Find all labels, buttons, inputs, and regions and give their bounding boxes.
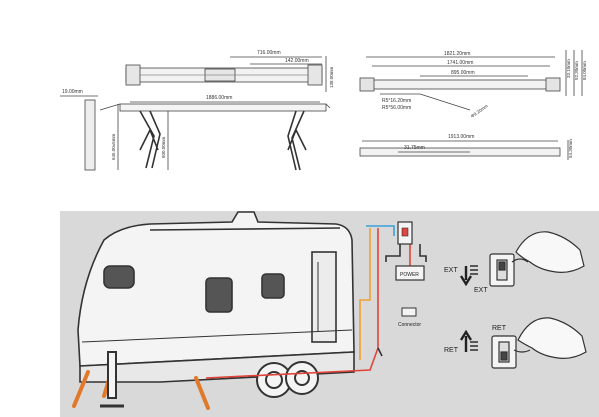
dim-895: 895.00mm: [451, 70, 475, 76]
rail-top-end-right: [545, 77, 561, 92]
ext-arrow-icon: [459, 266, 473, 287]
wire-dark-2: [419, 244, 427, 262]
side-beam: [119, 103, 327, 112]
wire-dark-3: [377, 347, 383, 357]
top-plan-end-left: [125, 64, 141, 86]
dim-r1: R5°16.20mm: [382, 98, 411, 104]
dim-width-inner: 142.00mm: [285, 58, 309, 64]
dim-total-length: 1886.00mm: [206, 95, 232, 101]
wire-orange: [359, 228, 371, 360]
ret-arrow-icon: [459, 329, 473, 352]
left-leg: [139, 110, 161, 169]
camper-window-2: [205, 277, 233, 313]
ext-label-2: EXT: [474, 287, 488, 294]
ext-label: EXT: [444, 267, 458, 274]
left-dimension-labels: 716.00mm 142.00mm 138.00mm 1886.00mm 19.…: [62, 50, 334, 160]
right-dimension-labels: 1821.20mm 1741.00mm 895.00mm R5°16.20mm …: [382, 51, 587, 158]
dim-1741: 1741.00mm: [447, 60, 473, 66]
camper-illustration: [77, 211, 355, 383]
standalone-leg: [84, 99, 96, 171]
ret-switch-panel: [491, 317, 587, 369]
dim-width-top: 716.00mm: [257, 50, 281, 56]
right-leg: [287, 110, 307, 171]
dim-leg-height-a: 645.00±5mm: [111, 134, 116, 160]
wire-red-main: [205, 228, 379, 379]
wiring-lines: [205, 225, 427, 379]
hand-ret: [517, 317, 587, 359]
camper-door: [311, 251, 337, 343]
power-box: [395, 265, 425, 281]
power-label: POWER: [400, 272, 419, 278]
camper-window-1: [103, 265, 135, 289]
dim-1821: 1821.20mm: [444, 51, 470, 57]
hand-ext: [515, 231, 585, 273]
ret-label: RET: [444, 347, 459, 354]
dim-v1: 33.10mm: [566, 59, 571, 78]
dim-leg-height-b: 600.00mm: [161, 136, 166, 158]
top-plan-end-right: [307, 64, 323, 86]
right-dimension-view: [359, 50, 583, 160]
dim-v3: 84.00mm: [582, 61, 587, 80]
connector-box: [401, 307, 417, 317]
ret-label-2: RET: [492, 325, 507, 332]
wire-blue: [366, 225, 395, 236]
left-dimension-view: [60, 56, 331, 171]
dim-dia: Φ9.20mm: [470, 103, 489, 119]
dim-3175: 31.75mm: [404, 145, 425, 151]
camper-window-3: [261, 273, 285, 299]
dim-leg-width: 19.00mm: [62, 89, 83, 95]
ret-indicator: RET RET: [444, 325, 507, 354]
rail-top-end-left: [359, 77, 375, 92]
ext-switch-panel: [489, 231, 585, 287]
dim-depth: 138.00mm: [329, 66, 334, 88]
dim-r2: R5°56.00mm: [382, 105, 411, 111]
dim-5430: 54.30mm: [568, 139, 573, 158]
dim-1913: 1913.00mm: [448, 134, 474, 140]
jack-rear: [194, 376, 210, 410]
ext-indicator: EXT EXT: [444, 265, 488, 294]
connector-label: Connector: [398, 322, 421, 328]
tongue-jack: [100, 351, 124, 408]
wire-dark-1: [385, 244, 401, 262]
wheel-2: [285, 361, 319, 395]
wiring-panel: POWER Connector EXT EXT RET RET: [60, 211, 599, 417]
rail-top: [361, 79, 559, 90]
dim-v2: 52.30mm: [574, 61, 579, 80]
jack-front: [72, 370, 90, 408]
camper-wheels: [256, 361, 319, 398]
